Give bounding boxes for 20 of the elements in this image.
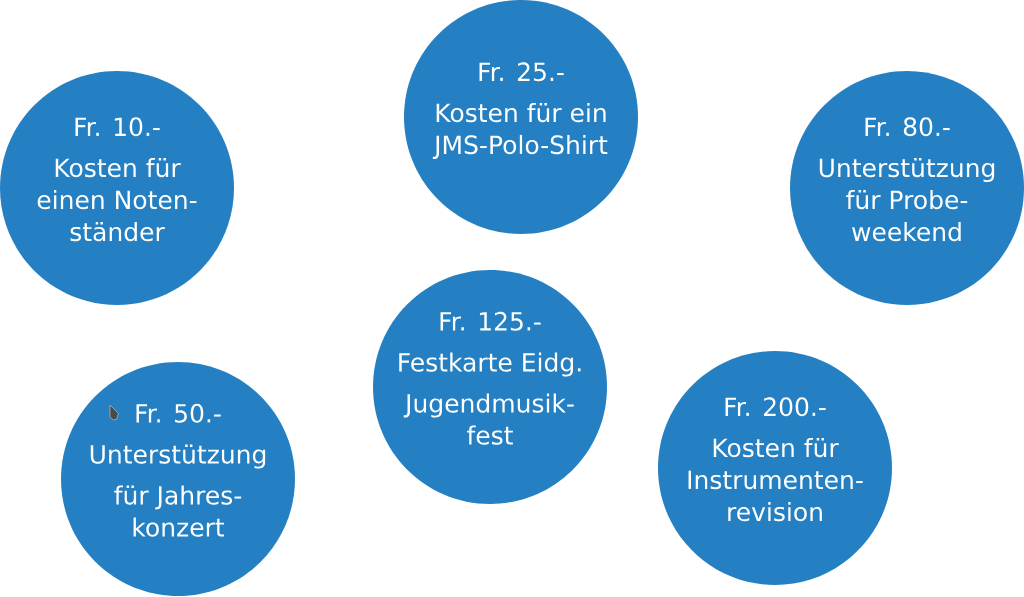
- price-label: Fr. 125.-: [440, 311, 541, 331]
- description-text: Unterstützung für Probe- weekend: [819, 157, 995, 242]
- price-circle: [404, 0, 638, 234]
- price-label: Fr. 10.-: [75, 117, 160, 137]
- price-label: Fr. 80.-: [865, 117, 950, 137]
- description-text: Kosten für einen Noten- ständer: [37, 157, 197, 242]
- price-circle: [658, 351, 892, 585]
- description-text: Jugendmusik- fest: [403, 393, 574, 445]
- price-label: Fr. 200.-: [725, 397, 826, 417]
- price-label: Fr. 25.-: [479, 62, 564, 82]
- description-text: Kosten für ein JMS-Polo-Shirt: [432, 102, 608, 159]
- price-label: Fr. 50.-: [136, 403, 221, 423]
- description-text: für Jahres- konzert: [114, 485, 242, 537]
- description-text: Festkarte Eidg.: [399, 352, 581, 377]
- price-circle: [0, 71, 234, 305]
- price-circle: [61, 362, 295, 596]
- description-text: Kosten für Instrumenten- revision: [688, 437, 863, 522]
- description-text: Unterstützung: [90, 444, 266, 469]
- price-circle: [373, 270, 607, 504]
- price-circle: [790, 71, 1024, 305]
